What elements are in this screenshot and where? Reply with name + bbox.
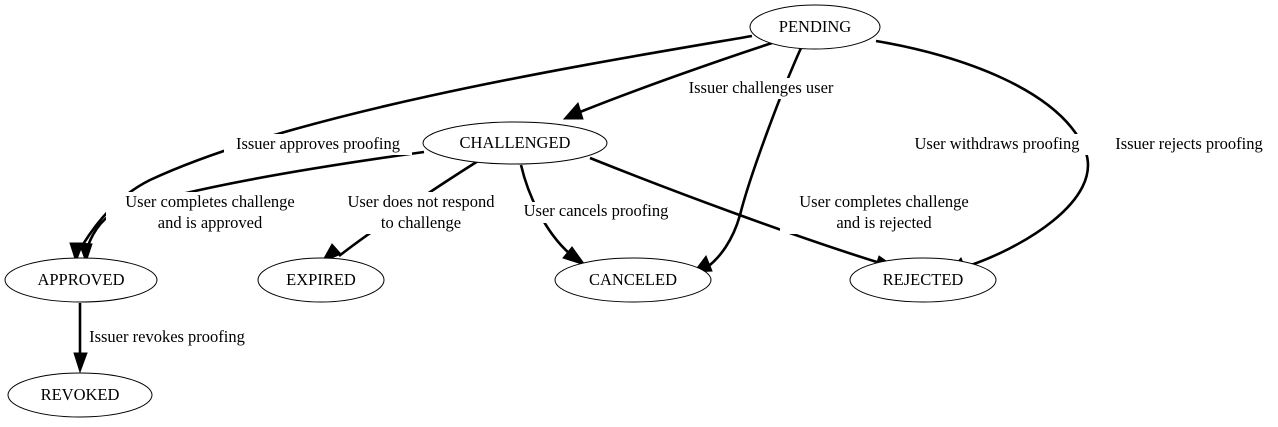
edge-pending-to-approved[interactable]: [69, 34, 753, 264]
edge-label-text-user-withdraws-proofing: User withdraws proofing: [915, 134, 1080, 153]
label-backdrop: [224, 134, 412, 155]
node-expired[interactable]: EXPIRED: [257, 257, 385, 303]
node-canceled[interactable]: CANCELED: [554, 257, 712, 303]
label-backdrop: [780, 192, 988, 234]
label-backdrop: [676, 78, 846, 99]
edge-label-pending-challenged: Issuer challenges user: [676, 78, 846, 99]
edge-pending-to-challenged[interactable]: [562, 41, 773, 120]
edge-label-text-issuer-approves-proofing: Issuer approves proofing: [236, 134, 400, 153]
label-backdrop: [1110, 134, 1278, 155]
node-shape-expired[interactable]: [257, 257, 385, 303]
arrowhead-pending-approved: [69, 242, 84, 264]
edge-label-text-issuer-challenges-user: Issuer challenges user: [689, 78, 834, 97]
node-approved[interactable]: APPROVED: [4, 257, 158, 303]
edge-approved-to-revoked[interactable]: [73, 303, 88, 374]
edge-label-approved-revoked: Issuer revokes proofing: [84, 327, 254, 349]
edge-label-challenged-canceled: User cancels proofing: [516, 201, 676, 223]
edge-label-pending-approved: Issuer approves proofing: [224, 134, 412, 155]
edge-label-text-user-does-not-respond-line1: User does not respond: [347, 192, 495, 211]
arrowhead-pending-challenged: [562, 101, 584, 120]
edge-path-challenged-rejected: [589, 156, 881, 265]
edge-label-text-user-completes-challenge-rejected-line1: User completes challenge: [799, 192, 969, 211]
edge-label-challenged-approved: User completes challenge and is approved: [106, 192, 314, 234]
node-challenged[interactable]: CHALLENGED: [422, 121, 608, 165]
label-backdrop: [106, 192, 314, 234]
arrowhead-challenged-canceled: [562, 246, 587, 266]
edge-label-text-user-completes-challenge-approved-line1: User completes challenge: [125, 192, 295, 211]
edge-label-text-user-does-not-respond-line2: to challenge: [381, 213, 461, 232]
edge-path-pending-approved: [74, 34, 753, 257]
edge-label-text-user-completes-challenge-approved-line2: and is approved: [158, 213, 263, 232]
node-shape-revoked[interactable]: [7, 372, 153, 418]
arrowhead-challenged-approved: [78, 242, 93, 264]
edge-pending-to-rejected[interactable]: [875, 39, 1090, 274]
arrowhead-approved-revoked: [73, 352, 88, 374]
node-shape-rejected[interactable]: [849, 257, 997, 303]
edge-label-text-user-completes-challenge-rejected-line2: and is rejected: [836, 213, 932, 232]
edge-label-pending-canceled: User withdraws proofing: [908, 134, 1088, 155]
label-backdrop: [84, 328, 254, 349]
label-backdrop: [338, 192, 505, 234]
node-pending[interactable]: PENDING: [749, 4, 881, 50]
label-backdrop: [516, 202, 676, 223]
label-backdrop: [908, 134, 1088, 155]
edge-label-pending-rejected: Issuer rejects proofing: [1110, 134, 1278, 155]
node-shape-approved[interactable]: [4, 257, 158, 303]
edge-path-pending-challenged: [579, 41, 773, 114]
edge-label-text-user-cancels-proofing: User cancels proofing: [524, 201, 669, 220]
node-shape-challenged[interactable]: [422, 121, 608, 165]
edge-label-text-issuer-rejects-proofing: Issuer rejects proofing: [1115, 134, 1263, 153]
edge-label-challenged-rejected: User completes challenge and is rejected: [780, 192, 988, 234]
edge-label-text-issuer-revokes-proofing: Issuer revokes proofing: [89, 327, 245, 346]
node-rejected[interactable]: REJECTED: [849, 257, 997, 303]
node-revoked[interactable]: REVOKED: [7, 372, 153, 418]
node-shape-canceled[interactable]: [554, 257, 712, 303]
node-shape-pending[interactable]: [749, 4, 881, 50]
edge-label-challenged-expired: User does not respond to challenge: [338, 192, 505, 234]
